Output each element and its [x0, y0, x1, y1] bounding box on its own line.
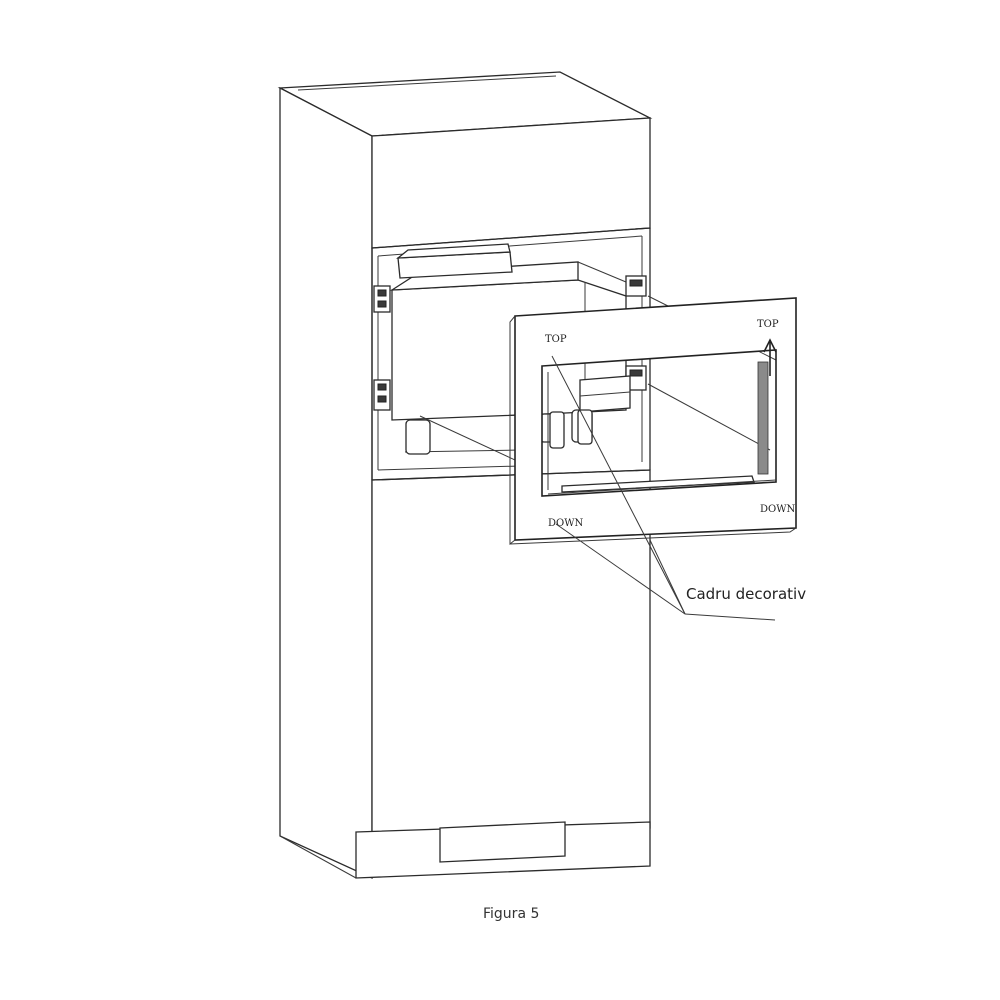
bracket-upper-left	[373, 285, 391, 313]
bracket-lower-left	[373, 379, 391, 411]
frame-side-strip	[757, 361, 769, 475]
cabinet-upper-front	[371, 117, 651, 249]
label-down-left: DOWN	[548, 518, 583, 529]
cabinet-niche-opening	[371, 227, 651, 481]
appliance-foot-left	[405, 419, 431, 455]
label-down-right: DOWN	[760, 504, 795, 515]
cabinet-left-side	[279, 86, 373, 880]
frame-bottom-rail	[561, 475, 755, 493]
decorative-frame: TOP TOP DOWN DOWN	[509, 297, 797, 546]
callout-leaders	[551, 355, 776, 621]
top-arrow-icon	[763, 338, 777, 376]
label-top-right: TOP	[757, 319, 779, 330]
callout-label: Cadru decorativ	[686, 585, 806, 603]
plinth-recess	[439, 821, 566, 863]
label-top-left: TOP	[545, 334, 567, 345]
tall-cabinet	[277, 71, 653, 880]
bracket-upper-right	[625, 275, 647, 297]
figure-caption: Figura 5	[483, 906, 539, 922]
